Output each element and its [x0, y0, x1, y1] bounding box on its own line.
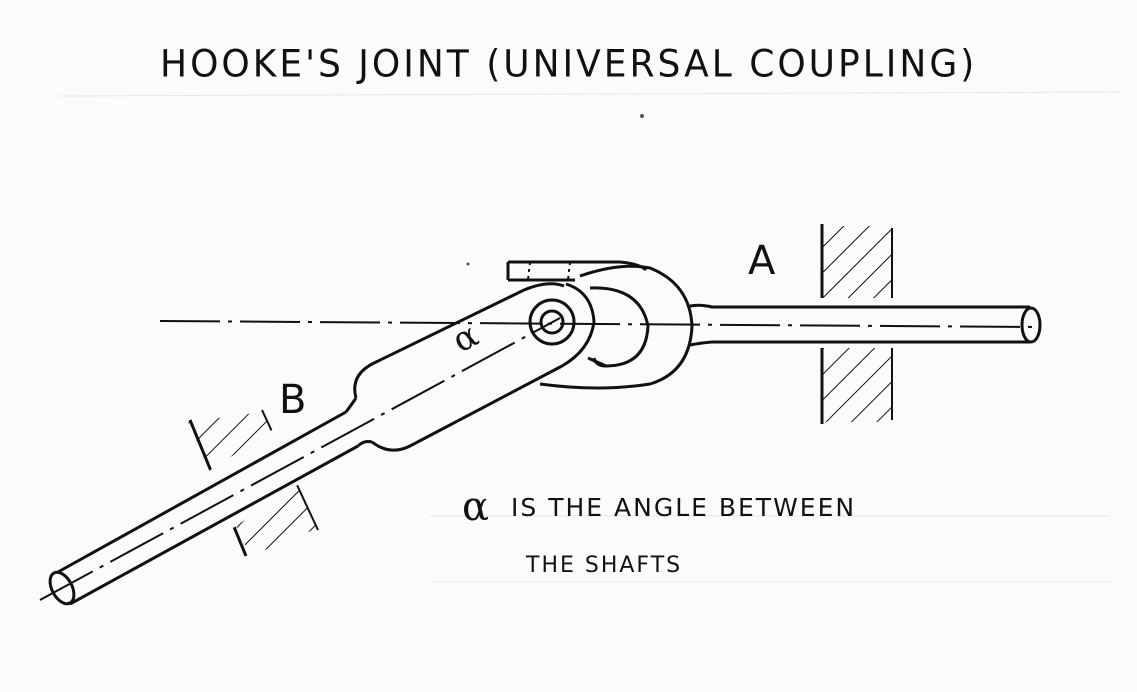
centre-lines: [39, 317, 1041, 601]
yoke-b: [344, 282, 596, 452]
paper-marks: [466, 114, 644, 266]
caption-line-2: THE SHAFTS: [526, 553, 683, 578]
yoke-a: [506, 260, 694, 390]
shaft-b-label: B: [279, 377, 307, 423]
caption-line-1-text: IS THE ANGLE BETWEEN: [511, 493, 857, 522]
paper-rule-lines: [59, 91, 1121, 583]
shaft-a-label: A: [748, 238, 776, 284]
shaft-a: [689, 303, 1042, 347]
diagram-title: HOOKE'S JOINT (UNIVERSAL COUPLING): [160, 42, 978, 87]
shaft-b: [48, 410, 359, 606]
bearing-a: [815, 224, 899, 424]
caption-line-1: α IS THE ANGLE BETWEEN: [462, 484, 856, 530]
caption-alpha-symbol: α: [462, 484, 492, 530]
